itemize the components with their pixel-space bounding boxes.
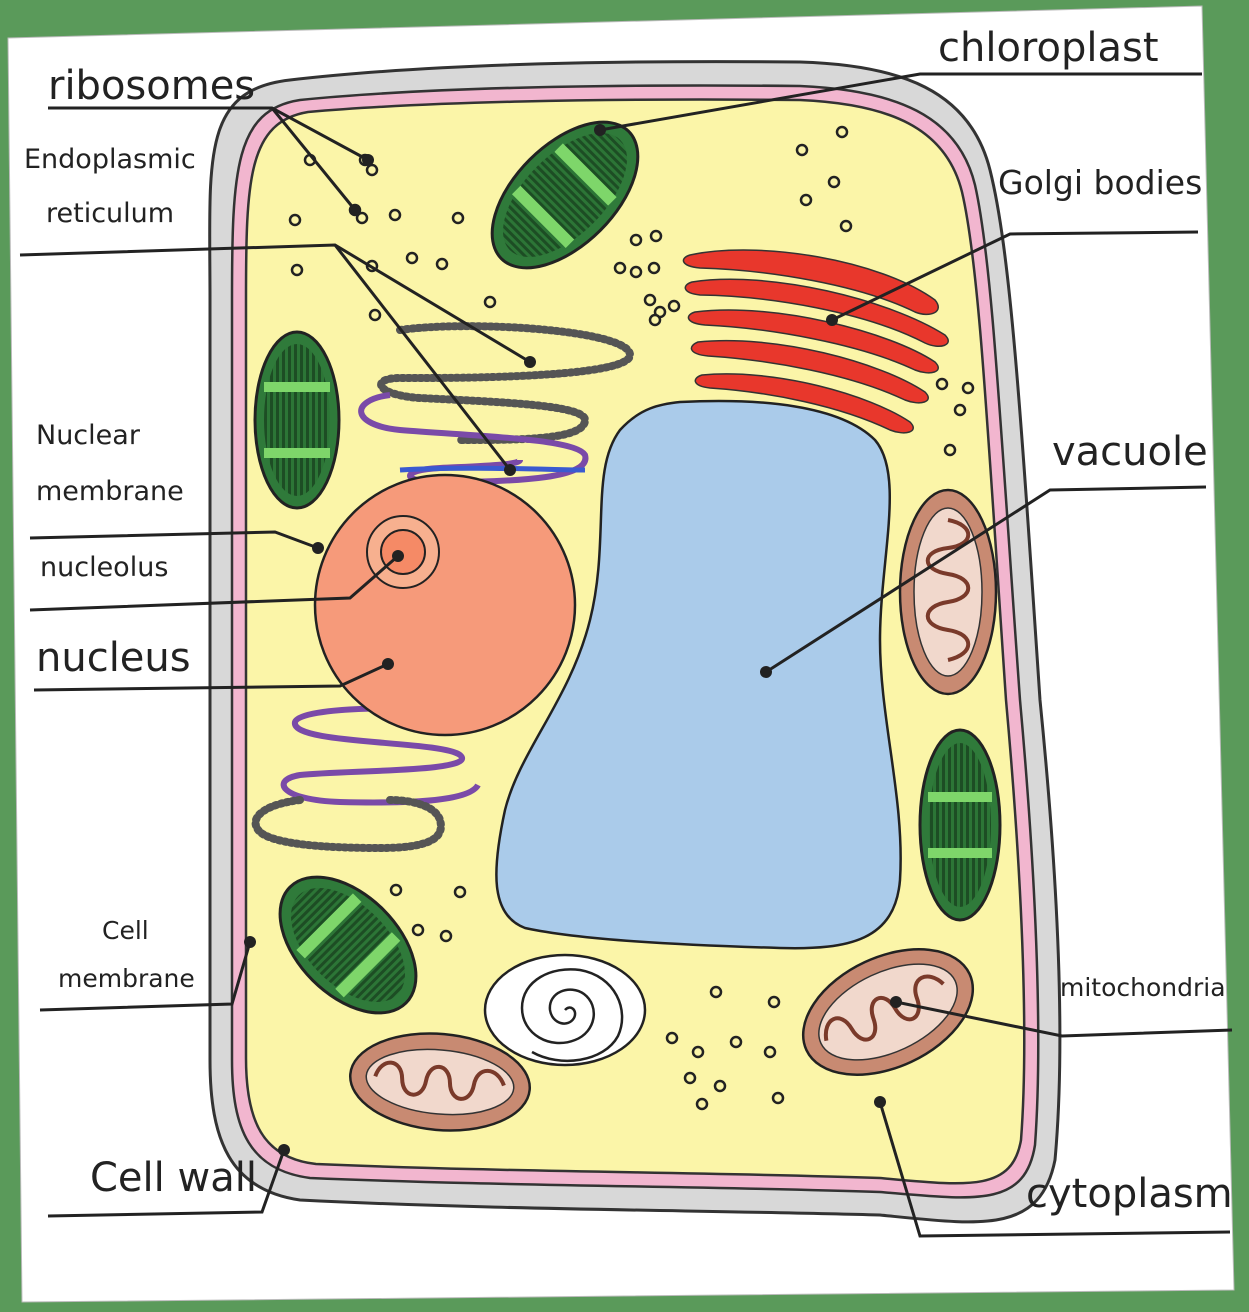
ribosome-dot (292, 265, 302, 275)
label-cell-membrane: membrane (58, 966, 195, 991)
ribosome-dot (841, 221, 851, 231)
ribosome-dot (367, 165, 377, 175)
leader-endpoint (760, 666, 772, 678)
leader-endpoint (504, 464, 516, 476)
ribosome-dot (437, 259, 447, 269)
ribosome-dot (715, 1081, 725, 1091)
ribosome-dot (615, 263, 625, 273)
ribosome-dot (697, 1099, 707, 1109)
ribosome-dot (649, 263, 659, 273)
ribosome-dot (290, 215, 300, 225)
leader-endpoint (392, 550, 404, 562)
label-mitochondria: mitochondria (1060, 975, 1226, 1000)
ribosome-dot (455, 887, 465, 897)
ribosome-dot (837, 127, 847, 137)
ribosome-dot (945, 445, 955, 455)
leader-endpoint (349, 204, 361, 216)
ribosome-dot (801, 195, 811, 205)
leader-endpoint (594, 124, 606, 136)
leader-endpoint (244, 936, 256, 948)
ribosome-dot (631, 267, 641, 277)
chloroplast-right (920, 730, 1000, 920)
mitochondrion-right (900, 490, 996, 694)
chloroplast-left (255, 332, 339, 508)
ribosome-dot (829, 177, 839, 187)
leader-endpoint (874, 1096, 886, 1108)
label-nuclear-membrane: membrane (36, 478, 184, 505)
ribosome-dot (711, 987, 721, 997)
ribosome-dot (769, 997, 779, 1007)
label-endoplasmic: Endoplasmic (24, 146, 196, 173)
ribosome-dot (413, 925, 423, 935)
label-vacuole: vacuole (1052, 432, 1208, 472)
label-nuclear: Nuclear (36, 422, 140, 449)
label-reticulum: reticulum (46, 200, 174, 227)
ribosome-dot (370, 310, 380, 320)
ribosome-dot (731, 1037, 741, 1047)
label-golgi-bodies: Golgi bodies (998, 166, 1202, 199)
ribosome-dot (650, 315, 660, 325)
ribosome-dot (667, 1033, 677, 1043)
label-nucleolus: nucleolus (40, 554, 168, 581)
spiral-organelle (485, 955, 645, 1065)
ribosome-dot (693, 1047, 703, 1057)
ribosome-dot (453, 213, 463, 223)
label-chloroplast: chloroplast (938, 28, 1159, 68)
nucleus (315, 475, 575, 735)
leader-endpoint (524, 356, 536, 368)
ribosome-dot (631, 235, 641, 245)
ribosome-dot (797, 145, 807, 155)
label-cell: Cell (102, 918, 149, 943)
label-cell-wall: Cell wall (90, 1158, 257, 1198)
ribosome-dot (441, 931, 451, 941)
ribosome-dot (773, 1093, 783, 1103)
er-top-inner (400, 468, 585, 470)
ribosome-dot (407, 253, 417, 263)
label-nucleus: nucleus (36, 638, 191, 678)
ribosome-dot (651, 231, 661, 241)
nucleolus (381, 530, 425, 574)
leader-endpoint (382, 658, 394, 670)
ribosome-dot (390, 210, 400, 220)
ribosome-dot (645, 295, 655, 305)
ribosome-dot (765, 1047, 775, 1057)
leader-endpoint (890, 996, 902, 1008)
ribosome-dot (485, 297, 495, 307)
ribosome-dot (937, 379, 947, 389)
leader-endpoint (278, 1144, 290, 1156)
leader-endpoint (362, 154, 374, 166)
leader-endpoint (312, 542, 324, 554)
label-cytoplasm: cytoplasm (1026, 1174, 1233, 1214)
label-ribosomes: ribosomes (48, 66, 255, 106)
ribosome-dot (963, 383, 973, 393)
ribosome-dot (685, 1073, 695, 1083)
ribosome-dot (669, 301, 679, 311)
leader-endpoint (826, 314, 838, 326)
ribosome-dot (391, 885, 401, 895)
ribosome-dot (955, 405, 965, 415)
